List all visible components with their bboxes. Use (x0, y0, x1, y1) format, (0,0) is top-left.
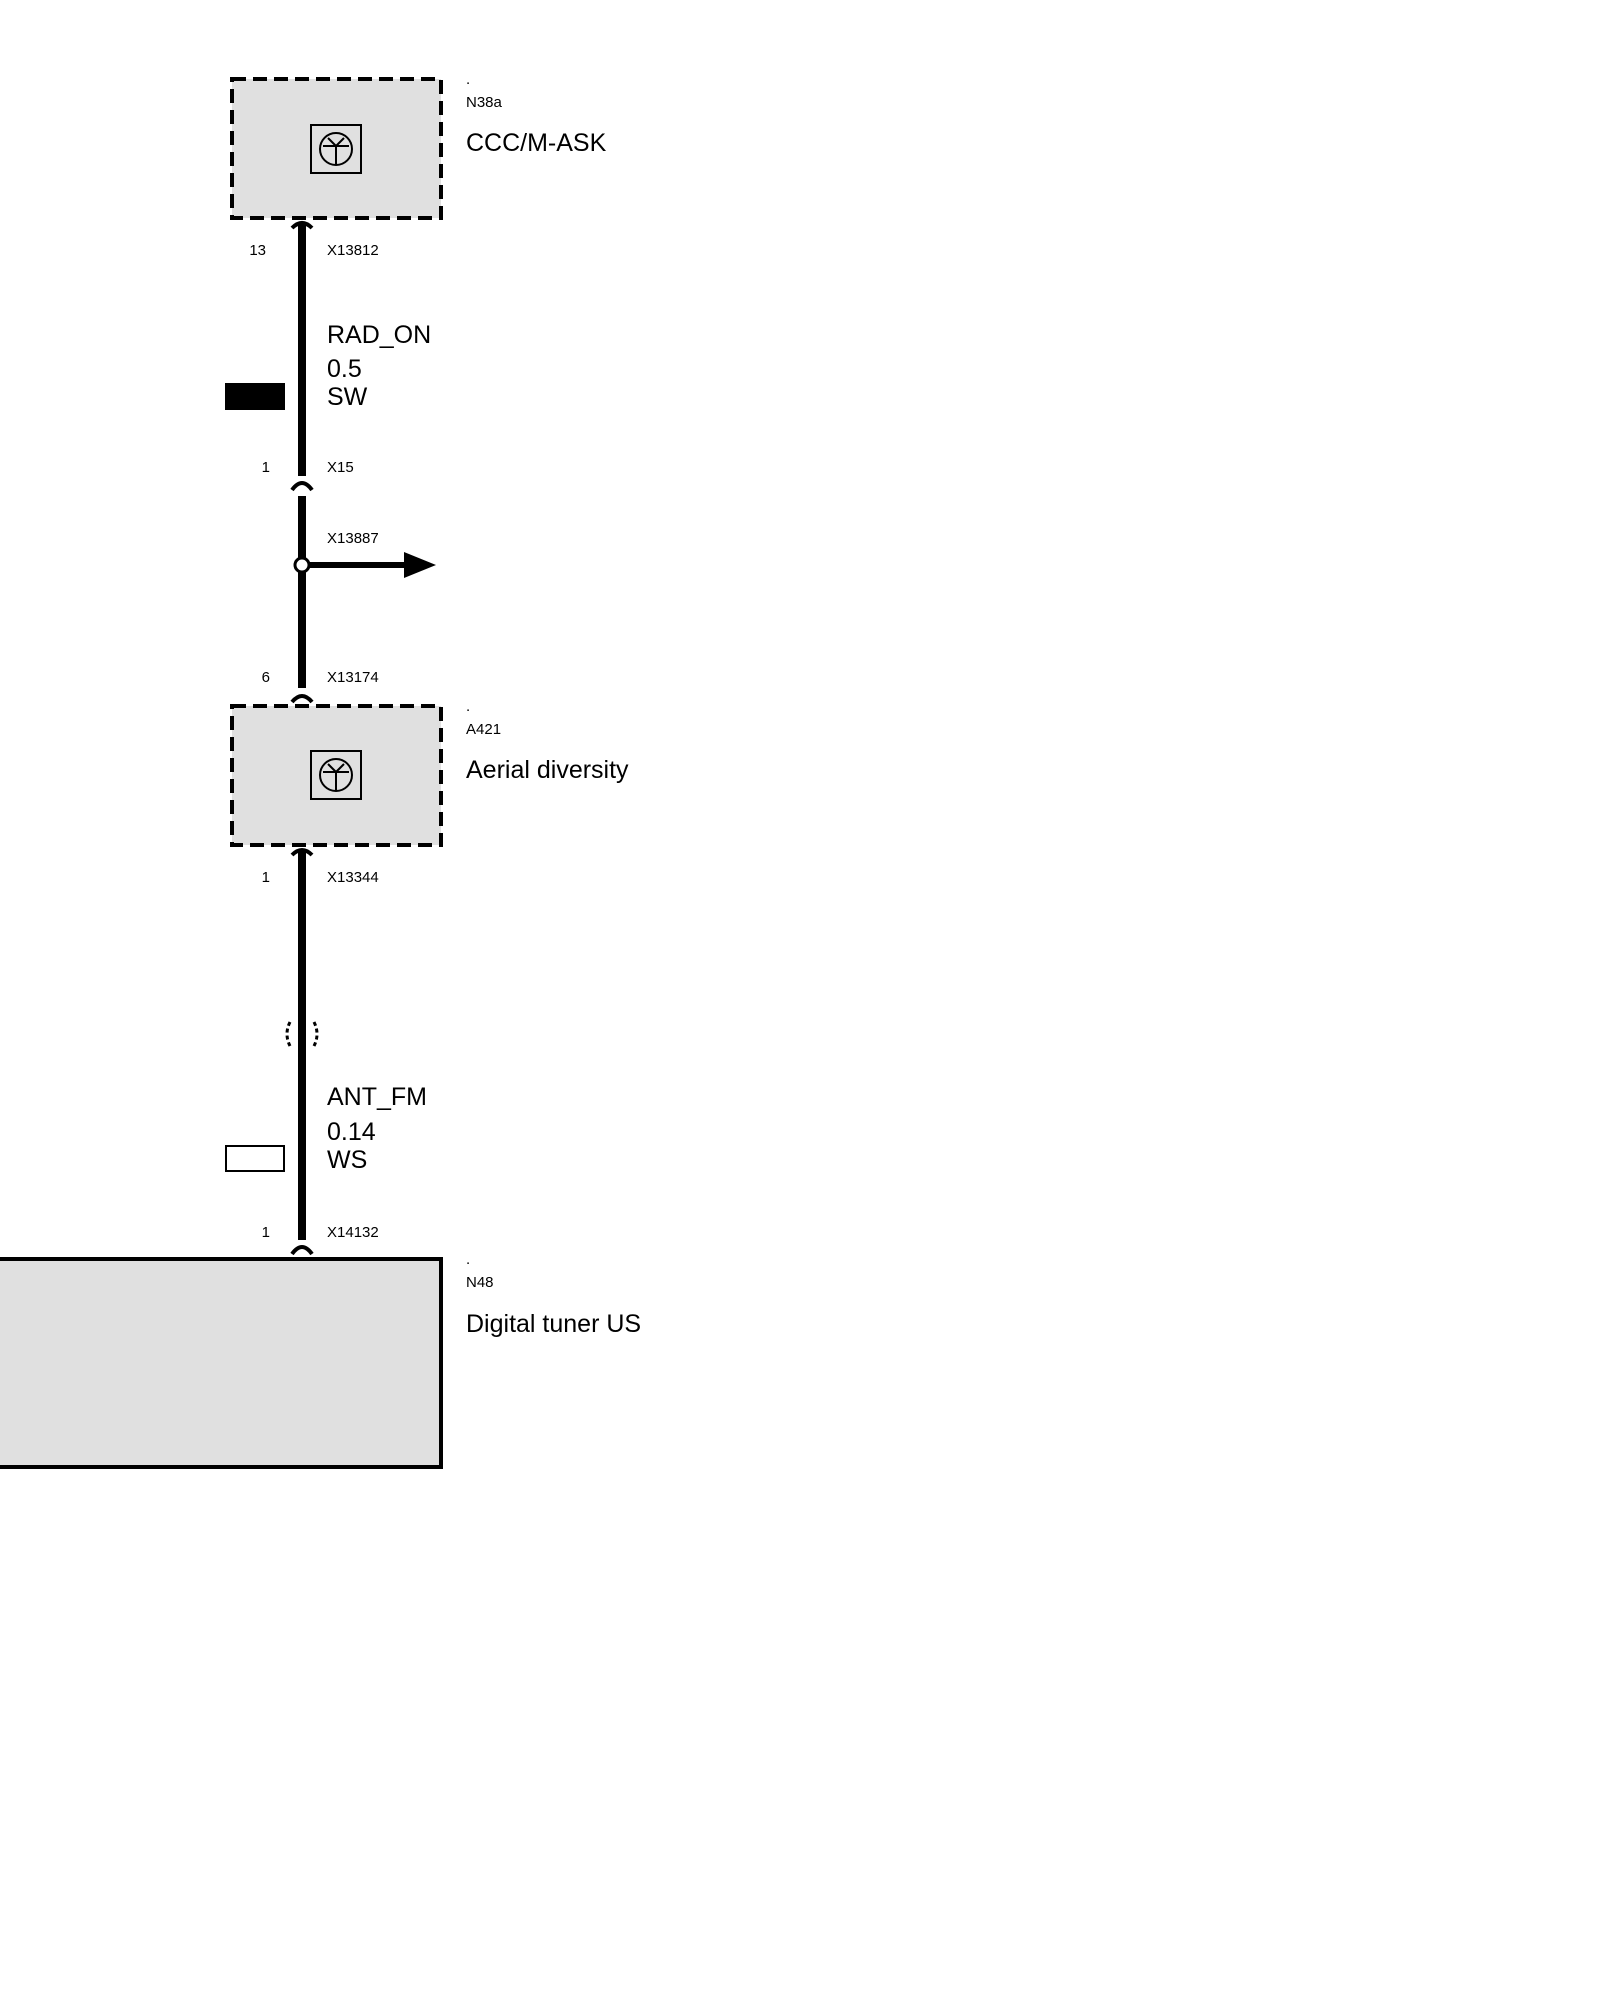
module-code: N38a (466, 94, 503, 111)
connector-symbol (290, 481, 314, 492)
connector-id: X13812 (327, 242, 379, 259)
connector-symbol (290, 694, 314, 704)
module-dot: . (466, 1251, 470, 1268)
wire-color-swatch (225, 383, 285, 410)
transistor-icon (310, 750, 362, 800)
module-dot: . (466, 71, 470, 88)
connector-pin: 13 (249, 242, 266, 259)
connector-id: X13344 (327, 869, 379, 886)
module-code: N48 (466, 1274, 494, 1291)
connector-pin: 1 (262, 1224, 270, 1241)
connector-id: X13174 (327, 669, 379, 686)
shield-marker (285, 1021, 319, 1047)
wire-signal: RAD_ON (327, 321, 431, 349)
module-dot: . (466, 698, 470, 715)
wire-color-code: WS (327, 1146, 367, 1174)
wire-color-swatch (225, 1145, 285, 1172)
transistor-icon (310, 124, 362, 174)
connector-pin: 6 (262, 669, 270, 686)
module-name: Aerial diversity (466, 756, 629, 784)
splice-dot (293, 556, 311, 574)
module-n48[interactable] (0, 1257, 443, 1469)
wire-signal: ANT_FM (327, 1083, 427, 1111)
connector-id: X15 (327, 459, 354, 476)
connector-id: X14132 (327, 1224, 379, 1241)
wire-gauge: 0.14 (327, 1118, 376, 1146)
module-name: Digital tuner US (466, 1310, 641, 1338)
module-name: CCC/M-ASK (466, 129, 607, 157)
connector-pin: 1 (262, 869, 270, 886)
module-a421[interactable] (230, 704, 443, 847)
module-code: A421 (466, 721, 501, 738)
wire-gauge: 0.5 (327, 355, 362, 383)
module-n38a[interactable] (230, 77, 443, 220)
connector-pin: 1 (262, 459, 270, 476)
connector-symbol (290, 1245, 314, 1256)
connector-id: X13887 (327, 530, 379, 547)
wire-color-code: SW (327, 383, 368, 411)
arrow-right-icon[interactable] (404, 552, 436, 578)
